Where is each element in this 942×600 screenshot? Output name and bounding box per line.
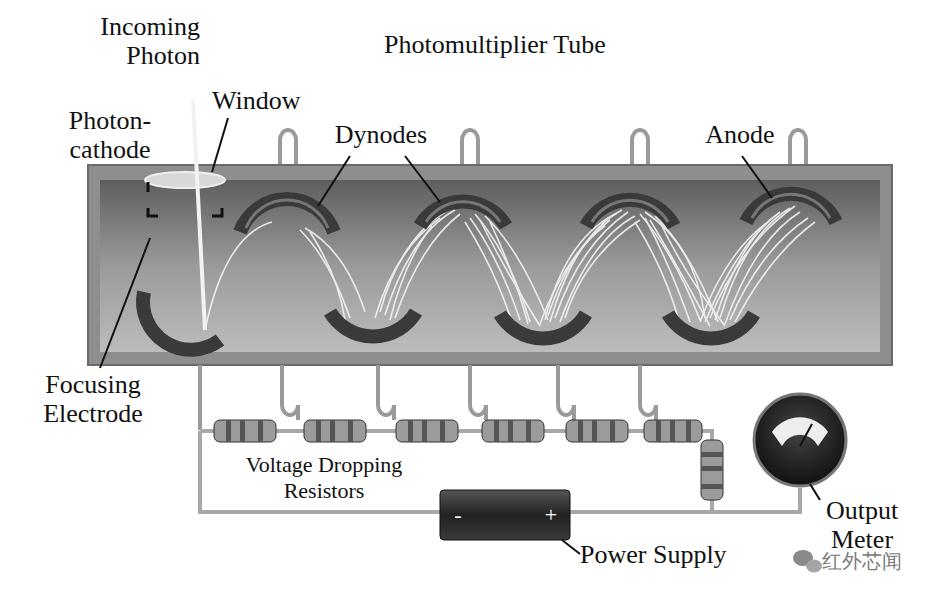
part-label: Incoming Photon [62, 12, 200, 70]
watermark: 红外芯闻 [822, 547, 922, 576]
part-label: Photon- cathode [55, 106, 165, 164]
part-label: Power Supply [580, 540, 770, 569]
output-meter [754, 394, 846, 486]
window [145, 172, 225, 188]
photon-beam [193, 100, 205, 330]
tube-interior [100, 180, 880, 352]
polarity-sign: + [540, 500, 562, 529]
leader-lines [100, 118, 820, 554]
polarity-sign: - [448, 500, 468, 529]
electron-paths [205, 206, 815, 330]
watermark-icon [793, 550, 822, 573]
part-label: Focusing Electrode [18, 370, 168, 428]
tube-housing [88, 165, 892, 365]
part-label: Anode [690, 120, 790, 149]
part-label: Voltage Dropping Resistors [218, 452, 430, 504]
part-label: Window [212, 86, 332, 115]
diagram-title: Photomultiplier Tube [345, 30, 645, 59]
dynodes [143, 194, 836, 350]
meter-dial [772, 417, 828, 446]
battery [440, 490, 570, 540]
part-label: Output Meter [812, 496, 912, 554]
meter-needle [800, 424, 812, 446]
part-label: Dynodes [316, 120, 446, 149]
cathode-bracket [148, 182, 222, 216]
